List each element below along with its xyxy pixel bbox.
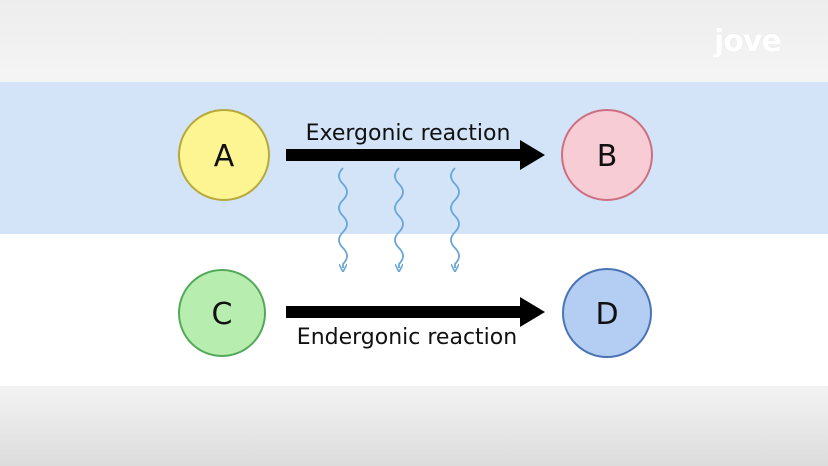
node-b: B (561, 109, 653, 201)
node-d: D (562, 268, 652, 358)
node-c-circle (178, 269, 266, 357)
node-c-label: C (212, 297, 233, 332)
node-a-circle (178, 109, 270, 201)
exergonic-label: Exergonic reaction (306, 121, 511, 146)
jove-logo: jove (714, 24, 782, 59)
energy-wave-arrow-1 (338, 167, 348, 268)
energy-wave-arrow-3 (450, 167, 460, 268)
exergonic-arrow-head (520, 140, 545, 170)
node-c: C (178, 269, 266, 357)
node-b-label: B (597, 139, 618, 174)
exergonic-arrow-shaft (286, 149, 522, 161)
energy-wave-arrow-2 (394, 167, 404, 268)
node-b-circle (561, 109, 653, 201)
exergonic-arrow (286, 140, 545, 170)
endergonic-arrow-head (520, 297, 545, 327)
endergonic-arrow (286, 297, 545, 327)
node-d-circle (562, 268, 652, 358)
endergonic-label: Endergonic reaction (297, 325, 517, 350)
node-a-label: A (214, 139, 235, 174)
endergonic-arrow-shaft (286, 306, 522, 318)
node-d-label: D (595, 297, 618, 332)
node-a: A (178, 109, 270, 201)
